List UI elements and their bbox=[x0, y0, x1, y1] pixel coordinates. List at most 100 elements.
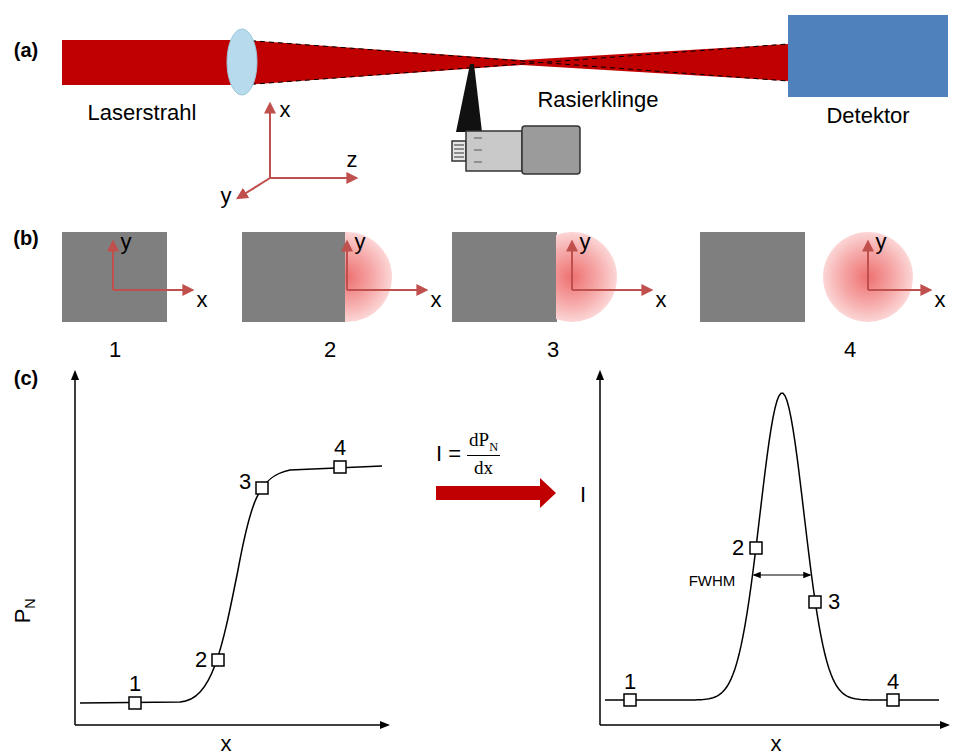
axis-label: z bbox=[347, 149, 358, 171]
line-shape bbox=[454, 157, 464, 158]
panel-axes bbox=[113, 242, 930, 290]
line-shape bbox=[75, 724, 388, 726]
circle-shape bbox=[345, 232, 392, 322]
line-shape bbox=[600, 724, 948, 726]
path-shape bbox=[605, 393, 939, 700]
g-shape bbox=[454, 145, 464, 157]
line-shape bbox=[599, 372, 601, 725]
axis-label: y bbox=[580, 231, 591, 253]
axis-label: y bbox=[221, 185, 232, 207]
derivative-arrow bbox=[436, 478, 556, 508]
point-number: 4 bbox=[887, 671, 899, 693]
axis-label: x bbox=[280, 99, 291, 121]
razor-blade-stage bbox=[452, 64, 580, 174]
axis-label: I bbox=[580, 484, 586, 506]
line-shape bbox=[269, 104, 271, 178]
coordinate-axes bbox=[238, 104, 356, 198]
point-number: 2 bbox=[195, 649, 207, 671]
axis-label: PN bbox=[12, 598, 38, 623]
circle-shape bbox=[823, 232, 913, 322]
formula-part: I = bbox=[436, 441, 461, 466]
panel-number: 1 bbox=[109, 339, 121, 361]
rect-shape bbox=[256, 482, 268, 494]
axis-label: y bbox=[121, 231, 132, 253]
formula-part: dP bbox=[469, 429, 489, 450]
axis-label: y bbox=[876, 231, 887, 253]
panel-letter: (c) bbox=[14, 368, 38, 388]
lens bbox=[227, 29, 257, 95]
line-shape bbox=[74, 372, 76, 725]
intensity-plot bbox=[600, 372, 948, 725]
axis-label: P bbox=[10, 609, 35, 624]
formula-subscript: N bbox=[489, 440, 498, 454]
point-number: 2 bbox=[732, 537, 744, 559]
path-shape bbox=[474, 138, 482, 162]
detector-box bbox=[788, 15, 948, 97]
path-shape bbox=[242, 40, 788, 85]
rect-shape bbox=[334, 461, 346, 473]
panel-number: 4 bbox=[844, 339, 856, 361]
rect-shape bbox=[62, 232, 167, 322]
rect-shape bbox=[242, 232, 347, 322]
polygon-shape bbox=[242, 40, 522, 85]
panel-letter: (a) bbox=[14, 40, 38, 60]
rect-shape bbox=[212, 654, 224, 666]
axis-label: x bbox=[935, 289, 946, 311]
line-shape bbox=[454, 145, 464, 146]
fraction: dPNdx bbox=[467, 430, 500, 477]
line-shape bbox=[454, 149, 464, 150]
blade-beam-panels bbox=[62, 232, 913, 322]
panel-letter: (b) bbox=[13, 228, 39, 248]
line-shape bbox=[112, 242, 114, 290]
line-shape bbox=[454, 153, 464, 154]
rect-shape bbox=[452, 232, 557, 322]
rect-shape bbox=[700, 232, 805, 322]
line-shape bbox=[572, 289, 651, 291]
rect-shape bbox=[750, 542, 762, 554]
fwhm-label: FWHM bbox=[689, 573, 736, 588]
point-number: 1 bbox=[624, 671, 636, 693]
point-number: 1 bbox=[129, 673, 141, 695]
rect-shape bbox=[887, 694, 899, 706]
detector: Detektor bbox=[788, 15, 948, 129]
line-shape bbox=[867, 242, 869, 290]
part-label: Laserstrahl bbox=[88, 102, 197, 124]
circle-shape bbox=[556, 232, 617, 322]
point-number: 4 bbox=[334, 437, 346, 459]
fwhm-arrow bbox=[754, 574, 810, 575]
part-label: Rasierklinge bbox=[537, 89, 658, 111]
polygon-shape bbox=[456, 64, 482, 132]
numerator: dPN bbox=[467, 430, 500, 456]
panel-number: 3 bbox=[547, 339, 559, 361]
rect-shape bbox=[624, 694, 636, 706]
line-shape bbox=[868, 289, 930, 291]
rect-shape bbox=[522, 126, 580, 174]
formula-part: dx bbox=[467, 456, 500, 477]
line-shape bbox=[346, 242, 348, 290]
laser-beam bbox=[62, 40, 788, 85]
axis-label: x bbox=[431, 289, 442, 311]
path-shape bbox=[80, 466, 382, 703]
power-plot bbox=[75, 372, 388, 725]
line-shape bbox=[113, 289, 192, 291]
rect-shape bbox=[466, 131, 522, 171]
rect-shape bbox=[129, 697, 141, 709]
rect-shape bbox=[452, 141, 466, 161]
axis-label: x bbox=[197, 289, 208, 311]
point-number: 3 bbox=[239, 471, 251, 493]
rect-shape bbox=[62, 40, 242, 85]
point-number: 3 bbox=[828, 591, 840, 613]
line-shape bbox=[347, 289, 426, 291]
line-shape bbox=[571, 242, 573, 290]
polygon-shape bbox=[522, 44, 788, 81]
axis-label: x bbox=[771, 733, 782, 755]
formula: I =dPNdx bbox=[436, 430, 500, 477]
line-shape bbox=[270, 177, 356, 179]
axis-label: y bbox=[355, 231, 366, 253]
axis-label: x bbox=[656, 289, 667, 311]
node-label: Detektor bbox=[788, 97, 948, 129]
axis-subscript: N bbox=[22, 598, 38, 608]
rect-shape bbox=[809, 596, 821, 608]
panel-number: 2 bbox=[324, 339, 336, 361]
axis-label: x bbox=[221, 733, 232, 755]
